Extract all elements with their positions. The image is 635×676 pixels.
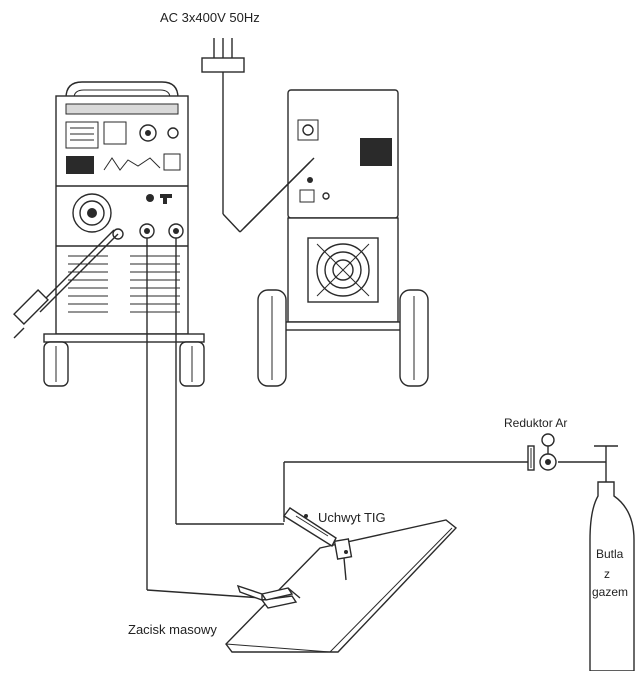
electrode-holder	[13, 229, 119, 339]
ground-cable	[146, 238, 263, 599]
gas-hose	[283, 461, 606, 522]
tig-torch-label: Uchwyt TIG	[318, 510, 386, 525]
control-panel	[65, 103, 181, 174]
gas-reducer-label: Reduktor Ar	[504, 416, 567, 430]
gas-reducer	[527, 433, 557, 471]
torch-cable	[175, 238, 284, 525]
gas-cylinder-label-line3: gazem	[592, 585, 628, 599]
ground-clamp	[236, 584, 301, 609]
workpiece-plate	[225, 519, 458, 653]
front-vents	[68, 255, 180, 313]
welder-rear-unit	[257, 89, 429, 387]
tig-torch	[282, 507, 353, 581]
ground-clamp-label: Zacisk masowy	[128, 622, 217, 637]
gas-cylinder-label-line1: Butla	[596, 547, 624, 561]
welder-front-unit	[43, 81, 205, 387]
power-supply-label: AC 3x400V 50Hz	[160, 10, 260, 25]
gas-cylinder-label-line2: z	[604, 567, 610, 581]
power-plug	[201, 38, 245, 118]
power-cable	[222, 118, 315, 233]
